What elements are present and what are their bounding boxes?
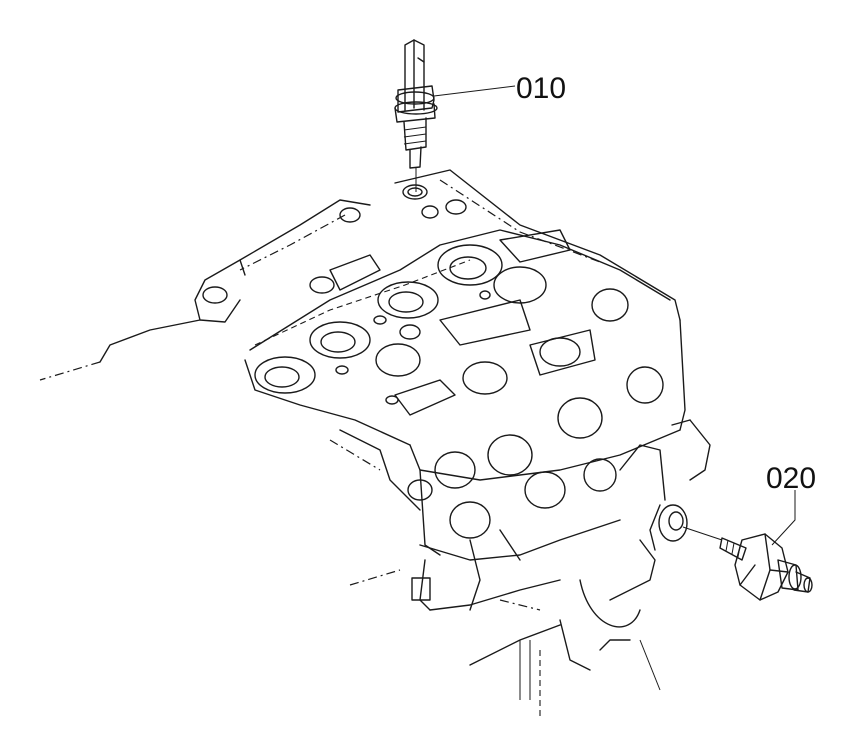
callout-leader-010	[433, 85, 516, 97]
callout-label-010: 010	[516, 72, 566, 105]
callout-leader-020	[771, 490, 796, 546]
temperature-sender-part-010	[394, 39, 438, 200]
callout-label-020: 020	[766, 462, 816, 495]
oil-pressure-switch-part-020	[682, 526, 813, 601]
cylinder-head-outline	[39, 169, 711, 720]
